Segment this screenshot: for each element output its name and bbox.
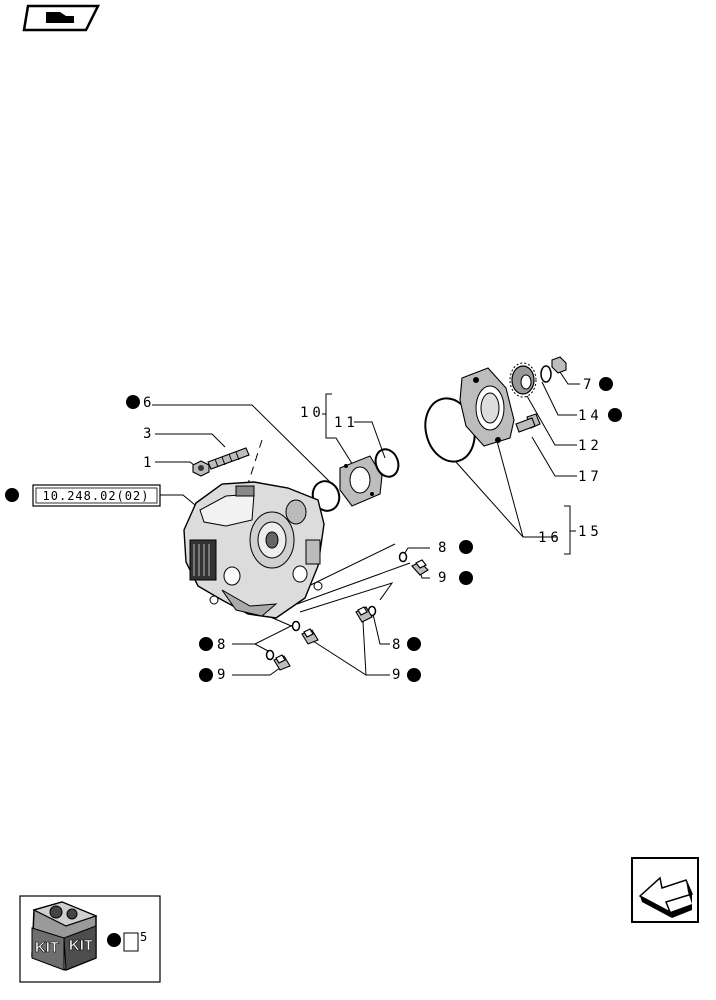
key-dot-icon bbox=[5, 488, 19, 502]
kit-panel[interactable]: KIT KIT 5 bbox=[19, 895, 161, 983]
label-1: 1 bbox=[143, 455, 155, 471]
label-12: 12 bbox=[578, 438, 603, 454]
fitting-part-9-left-b bbox=[273, 654, 291, 671]
label-17: 17 bbox=[578, 469, 603, 485]
flange-part-10 bbox=[339, 455, 383, 507]
fuel-pump-body bbox=[183, 481, 325, 619]
page-icon bbox=[123, 932, 139, 952]
stud-part-3 bbox=[207, 447, 250, 470]
key-dot-icon bbox=[459, 540, 473, 554]
label-9-left: 9 bbox=[217, 667, 229, 683]
key-dot-icon bbox=[599, 377, 613, 391]
label-15: 15 bbox=[578, 524, 603, 540]
label-8-left: 8 bbox=[217, 637, 229, 653]
key-dot-icon bbox=[407, 637, 421, 651]
fitting-part-9-upper bbox=[411, 559, 429, 576]
callout-labels: 6 3 1 10 11 7 14 12 17 15 16 8 9 8 9 8 9 bbox=[126, 377, 622, 683]
key-dot-icon bbox=[459, 571, 473, 585]
kit-box-icon: KIT KIT bbox=[31, 901, 98, 971]
nut-part-7 bbox=[551, 356, 567, 374]
o-ring-part-8-upper bbox=[398, 551, 408, 563]
key-dot-icon bbox=[126, 395, 140, 409]
nut-part-1 bbox=[192, 460, 210, 477]
o-ring-part-8-left-b bbox=[265, 649, 275, 661]
washer-part-14 bbox=[540, 365, 552, 383]
reference-box[interactable]: 10.248.02(02) bbox=[32, 484, 161, 507]
o-ring-part-11 bbox=[374, 448, 400, 478]
o-ring-part-8-left-a bbox=[291, 620, 301, 632]
label-8-middle: 8 bbox=[392, 637, 404, 653]
label-3: 3 bbox=[143, 426, 155, 442]
label-10: 10 bbox=[300, 405, 325, 421]
kit-ref-number: 5 bbox=[140, 930, 147, 944]
label-6: 6 bbox=[143, 395, 155, 411]
bolt-part-17 bbox=[515, 413, 541, 433]
label-9-upper: 9 bbox=[438, 570, 450, 586]
housing-part-15 bbox=[459, 367, 515, 447]
fitting-part-9-left-a bbox=[301, 628, 319, 645]
kit-text-right: KIT bbox=[69, 937, 93, 954]
label-14: 14 bbox=[578, 408, 603, 424]
gear-part-12 bbox=[509, 362, 537, 398]
key-dot-icon bbox=[199, 668, 213, 682]
key-dot-icon bbox=[407, 668, 421, 682]
leader-lines bbox=[152, 371, 580, 676]
book-hand-icon[interactable] bbox=[22, 4, 101, 32]
key-dot-icon bbox=[608, 408, 622, 422]
label-11: 11 bbox=[334, 415, 359, 431]
label-7: 7 bbox=[583, 377, 595, 393]
key-dot-icon bbox=[107, 933, 121, 947]
key-dot-icon bbox=[199, 637, 213, 651]
label-16: 16 bbox=[538, 530, 563, 546]
label-9-middle: 9 bbox=[392, 667, 404, 683]
fitting-part-9-middle bbox=[355, 606, 373, 623]
arrow-next-icon[interactable] bbox=[631, 857, 699, 923]
reference-box-text: 10.248.02(02) bbox=[43, 489, 150, 503]
label-8-upper: 8 bbox=[438, 540, 450, 556]
kit-text-left: KIT bbox=[35, 939, 59, 956]
